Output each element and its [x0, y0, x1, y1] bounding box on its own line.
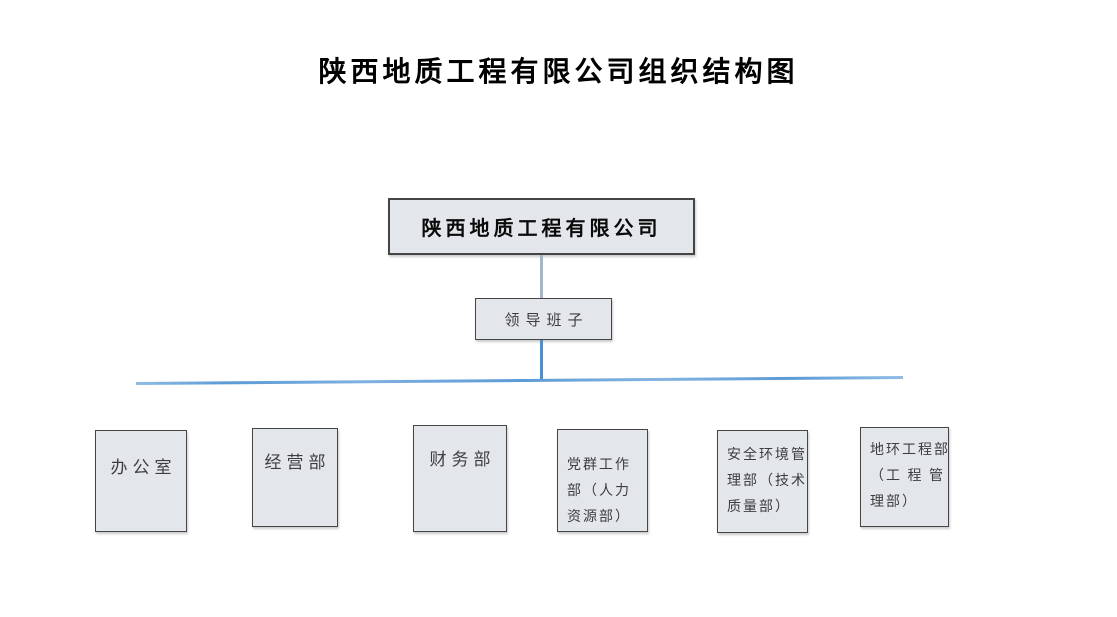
department-label-line: 地环工程部: [870, 443, 950, 458]
horizontal-bus-line: [135, 376, 904, 385]
root-company-box: 陕西地质工程有限公司: [388, 198, 695, 255]
leadership-box: 领导班子: [475, 298, 612, 340]
department-label-line: 办公室: [110, 458, 177, 477]
department-box: 经营部: [252, 428, 338, 527]
department-box: 地环工程部 （工 程 管理部）: [860, 427, 949, 527]
department-label-line: 理部（技术: [727, 474, 807, 489]
department-label-line: 资源部）: [567, 510, 631, 525]
connector-leadership-to-bus: [540, 340, 543, 380]
department-label-line: 质量部）: [727, 500, 791, 515]
department-label-line: 理部）: [870, 495, 918, 510]
department-label-line: 安全环境管: [727, 448, 807, 463]
department-label-line: 财务部: [429, 450, 496, 469]
department-box: 安全环境管理部（技术质量部）: [717, 430, 808, 533]
department-box: 财务部: [413, 425, 507, 532]
department-box: 党群工作部（人力资源部）: [557, 429, 648, 532]
department-label-line: 部（人力: [567, 484, 631, 499]
department-box: 办公室: [95, 430, 187, 532]
leadership-label: 领导班子: [504, 312, 589, 329]
page-title: 陕西地质工程有限公司组织结构图: [318, 56, 799, 87]
root-company-label: 陕西地质工程有限公司: [421, 218, 662, 240]
department-label-line: 党群工作: [567, 458, 631, 473]
department-label-line: 经营部: [264, 453, 331, 472]
connector-root-to-leadership: [540, 255, 543, 298]
department-label-line: （工 程 管: [870, 469, 945, 484]
